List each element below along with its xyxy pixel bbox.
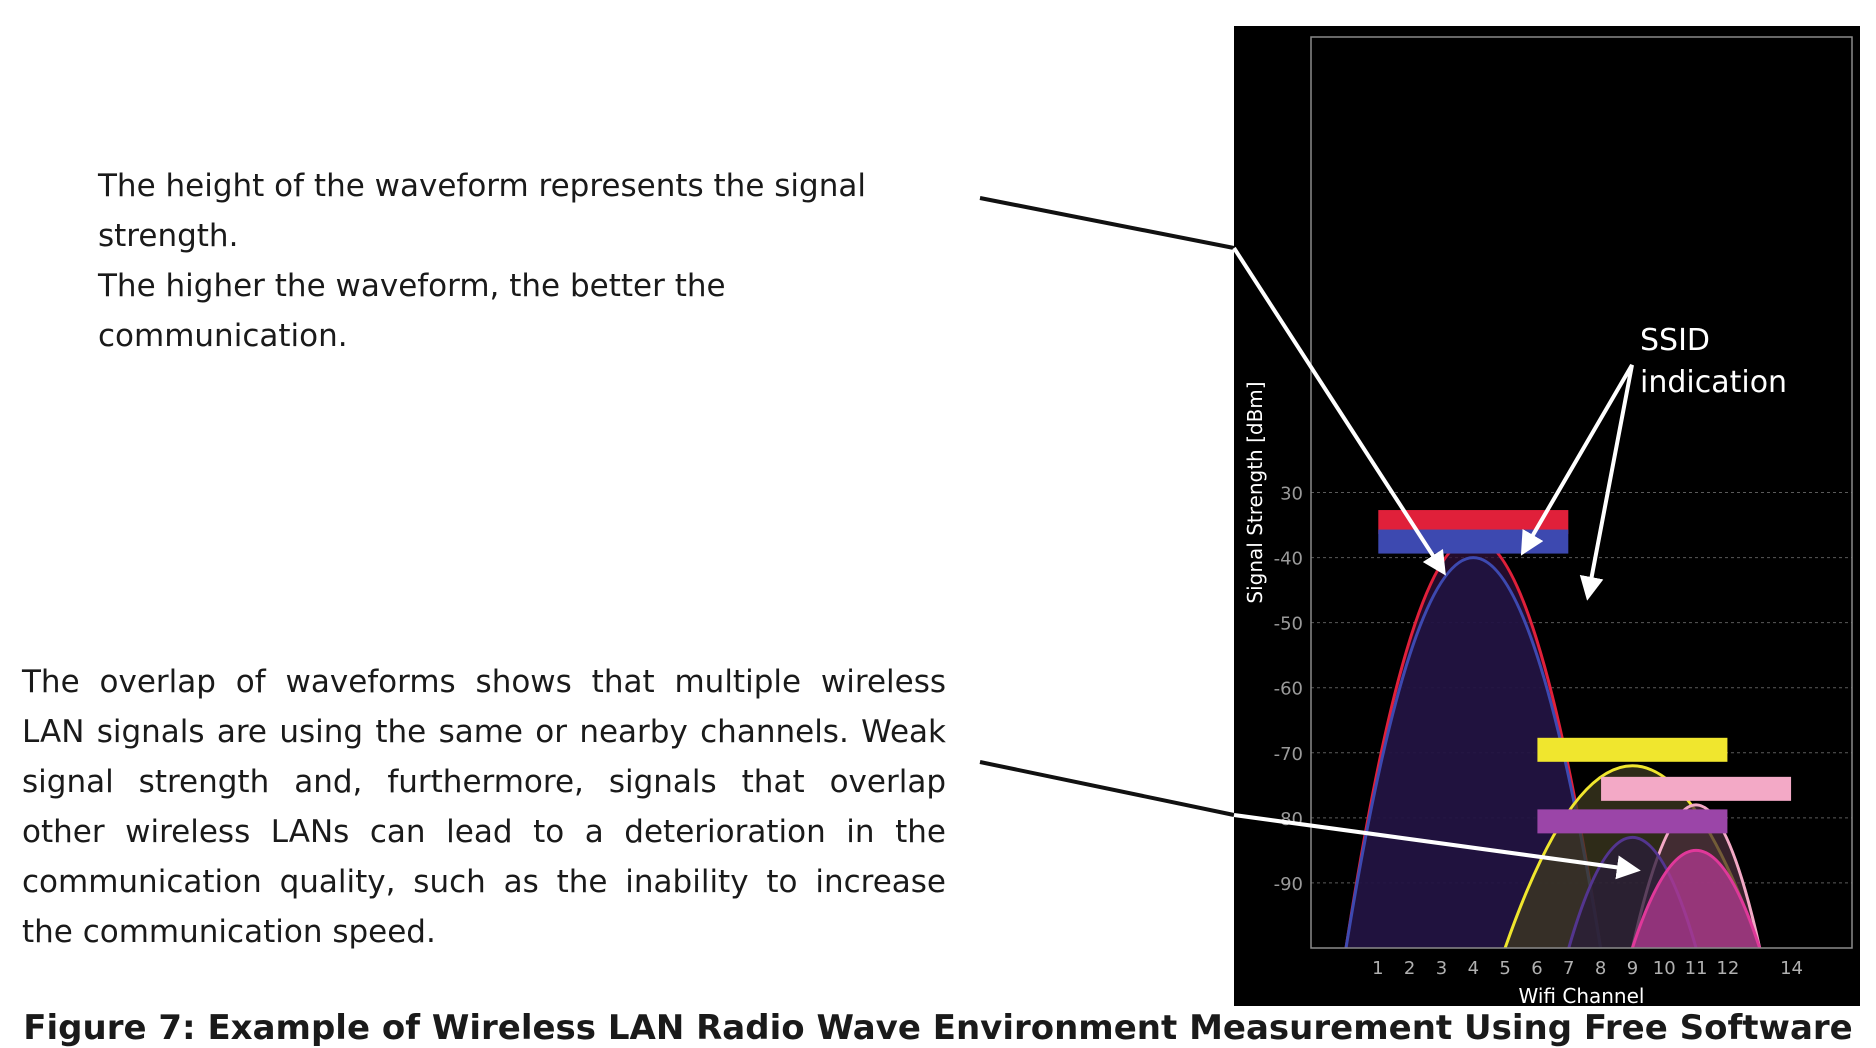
wifi-analyzer-figure xyxy=(1234,26,1860,1006)
pointer-line xyxy=(979,196,1235,250)
overlap-annotation: The overlap of waveforms shows that mult… xyxy=(22,664,946,950)
annotation-line: The higher the waveform, the better the … xyxy=(98,268,726,354)
annotation-line: The height of the waveform represents th… xyxy=(98,168,866,254)
pointer-line xyxy=(979,760,1235,817)
figure-caption: Figure 7: Example of Wireless LAN Radio … xyxy=(23,1008,1853,1048)
signal-height-annotation: The height of the waveform represents th… xyxy=(98,161,978,361)
